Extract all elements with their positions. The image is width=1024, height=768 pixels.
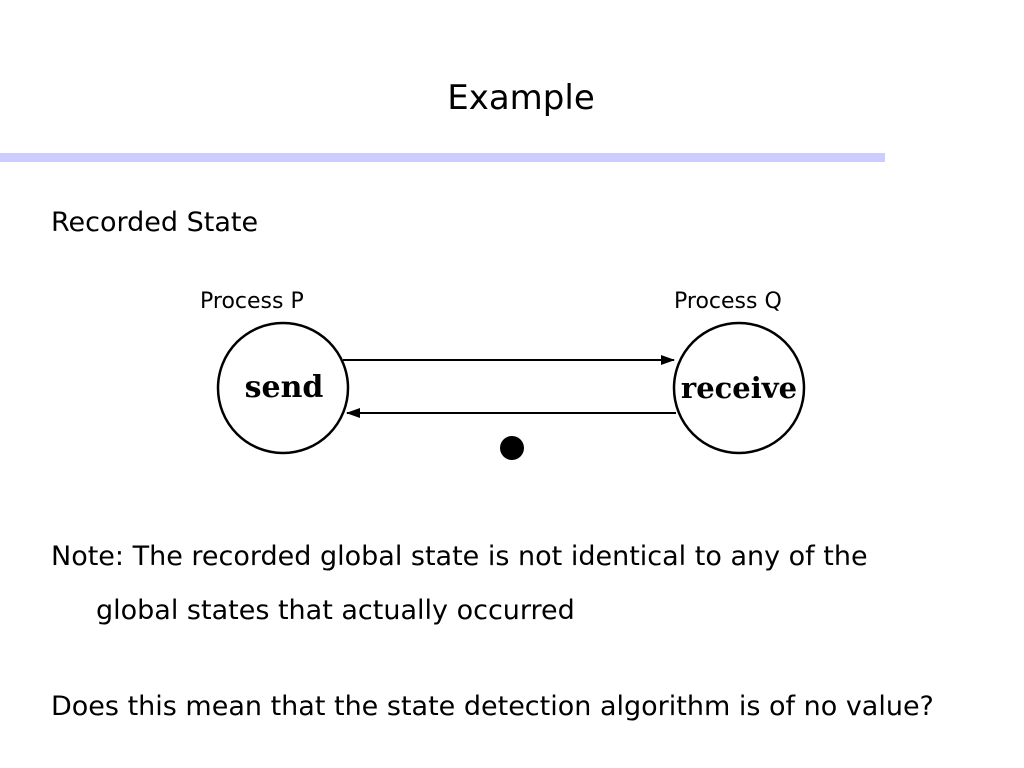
process-q-circle bbox=[672, 321, 806, 455]
process-q-node-label: receive bbox=[681, 371, 797, 405]
question-text: Does this mean that the state detection … bbox=[51, 691, 934, 722]
slide-title: Example bbox=[447, 78, 595, 118]
note-line-1: Note: The recorded global state is not i… bbox=[51, 541, 868, 572]
note-line-2: global states that actually occurred bbox=[96, 595, 575, 626]
section-heading: Recorded State bbox=[51, 207, 259, 238]
process-q-label: Process Q bbox=[674, 289, 782, 314]
note-text: Note: The recorded global state is not i… bbox=[51, 530, 1011, 638]
process-p-node-label: send bbox=[245, 370, 324, 405]
title-divider bbox=[0, 153, 885, 162]
process-p-label: Process P bbox=[200, 289, 304, 314]
process-p-circle bbox=[216, 321, 350, 455]
process-p-node: send bbox=[216, 321, 350, 455]
token-dot bbox=[500, 436, 524, 460]
process-q-node: receive bbox=[672, 321, 806, 455]
